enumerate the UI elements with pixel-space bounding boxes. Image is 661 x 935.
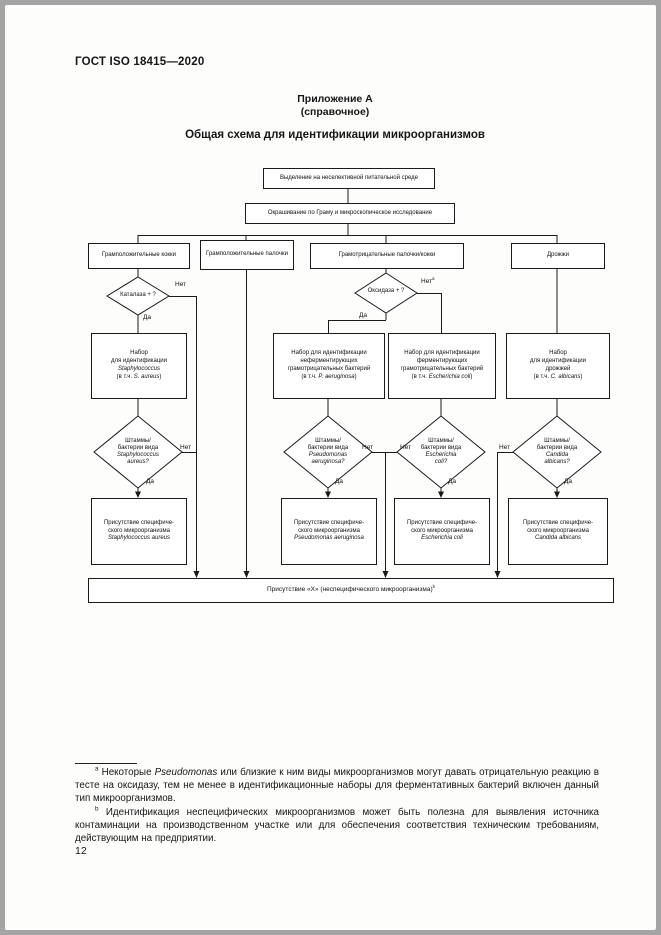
box-gram-pos-rods: Грамположительные палочки (200, 240, 294, 270)
box-gram-pos-cocci-text: Грамположительные кокки (101, 252, 177, 259)
label-oxidase-no: Нетa (421, 275, 435, 285)
label-staph-yes: Да (146, 478, 155, 485)
diamond-pseudomonas (283, 415, 373, 489)
box-gram-neg-text: Грамотрицательные палочки/кокки (338, 252, 436, 259)
diamond-candida (512, 415, 602, 489)
label-ecoli-yes: Да (448, 478, 457, 485)
footnote-a: a Некоторые Pseudomonas или близкие к ни… (75, 765, 599, 805)
diamond-oxidase-text: Оксидаза + ? (367, 288, 405, 295)
box-isolation: Выделение на неселективной питательной с… (263, 168, 435, 189)
box-gram-stain: Окрашивание по Граму и микроскопическое … (245, 203, 455, 224)
page-number: 12 (75, 845, 87, 857)
label-ecoli-no: Нет (400, 444, 412, 451)
box-gram-pos-rods-text: Грамположительные палочки (206, 251, 288, 258)
box-kit-staphylococcus: Набор для идентификации Staphylococcus (… (91, 333, 187, 399)
box-result-staph: Присутствие специфиче- ского микрооргани… (91, 498, 187, 565)
box-kit-nonfermenting: Набор для идентификации неферментирующих… (273, 333, 385, 399)
arrowheads (135, 491, 560, 578)
box-result-pseudomonas: Присутствие специфиче- ского микрооргани… (281, 498, 377, 565)
diamond-ecoli-text: Штаммы/ бактерии вида Escherichia coli? (420, 437, 462, 466)
box-result-ecoli: Присутствие специфиче- ского микрооргани… (394, 498, 490, 565)
box-kit-yeast: Набор для идентификации дрожжей (в т.ч. … (506, 333, 610, 399)
diamond-catalase-text: Каталаза + ? (120, 292, 156, 299)
annex-heading: Приложение А (справочное) (70, 93, 600, 119)
diamond-candida-text: Штаммы/ бактерии вида Candida albicans? (536, 437, 578, 466)
diamond-staph (93, 415, 183, 489)
box-isolation-text: Выделение на неселективной питательной с… (279, 174, 419, 181)
diamond-oxidase (354, 272, 418, 314)
label-pseudomonas-no: Нет (362, 444, 374, 451)
footnote-rule (75, 763, 137, 764)
box-gram-stain-text: Окрашивание по Граму и микроскопическое … (267, 209, 433, 216)
label-pseudomonas-yes: Да (335, 478, 344, 485)
doc-code: ГОСТ ISO 18415—2020 (75, 56, 205, 68)
figure-title: Общая схема для идентификации микроорган… (185, 129, 485, 141)
annex-label: Приложение А (297, 93, 373, 105)
box-gram-pos-cocci: Грамположительные кокки (88, 243, 190, 269)
label-catalase-no: Нет (175, 281, 187, 288)
box-result-candida: Присутствие специфиче- ского микрооргани… (508, 498, 608, 565)
label-oxidase-yes: Да (359, 312, 368, 319)
box-yeast-text: Дрожжи (546, 252, 570, 259)
annex-type: (справочное) (300, 106, 370, 119)
diamond-catalase (106, 276, 170, 316)
label-staph-no: Нет (180, 444, 192, 451)
label-candida-yes: Да (564, 478, 573, 485)
label-candida-no: Нет (499, 444, 511, 451)
box-final-nonspecified: Присутствие «X» (неспецифического микроо… (88, 578, 614, 603)
diamond-ecoli (396, 415, 486, 489)
footnote-b: b Идентификация неспецифических микроорг… (75, 805, 599, 845)
box-kit-fermenting: Набор для идентификации ферментирующих г… (388, 333, 496, 399)
diamond-staph-text: Штаммы/ бактерии вида Staphylococcus aur… (116, 437, 160, 466)
label-catalase-yes: Да (143, 314, 152, 321)
box-yeast: Дрожжи (511, 243, 605, 269)
box-gram-neg: Грамотрицательные палочки/кокки (310, 243, 464, 269)
diamond-pseudomonas-text: Штаммы/ бактерии вида Pseudomonas aerugi… (307, 437, 349, 466)
